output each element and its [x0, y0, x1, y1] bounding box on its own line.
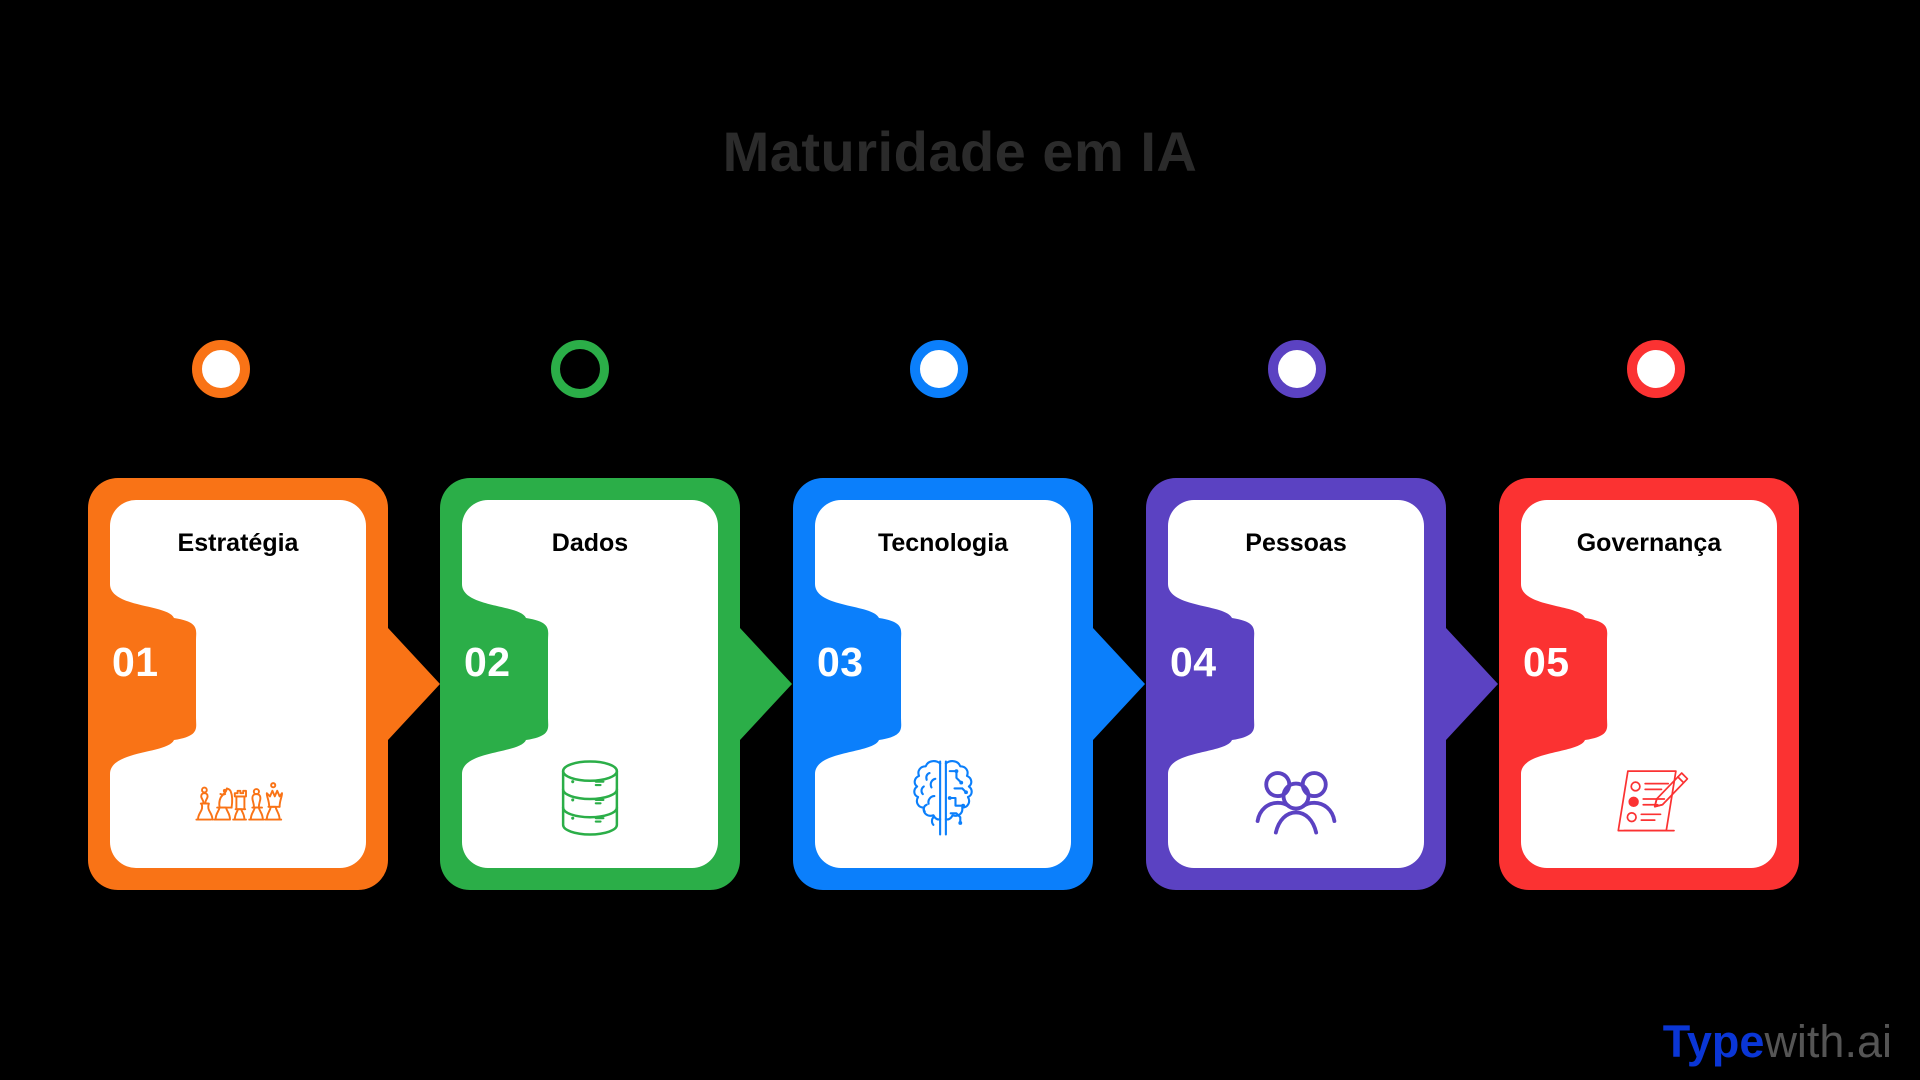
logo-secondary-text: with.ai	[1764, 1016, 1892, 1067]
stage-card-05[interactable]: Governança 05	[1499, 478, 1799, 890]
stage-card-02[interactable]: Dados 02	[440, 478, 792, 890]
card-title-04: Pessoas	[1245, 529, 1347, 557]
stage-card-03[interactable]: Tecnologia 03	[793, 478, 1145, 890]
stage-marker-4-icon	[1268, 340, 1326, 398]
stage-card-04[interactable]: Pessoas 04	[1146, 478, 1498, 890]
brand-logo: Typewith.ai	[1663, 1019, 1892, 1064]
card-title-05: Governança	[1576, 529, 1722, 557]
people-group-icon	[1248, 750, 1344, 846]
stage-marker-row	[0, 340, 1920, 412]
stage-marker-3-icon	[910, 340, 968, 398]
card-number-badge-04: 04	[1170, 639, 1217, 685]
card-number-badge-03: 03	[817, 639, 864, 685]
card-shape-05	[1499, 478, 1799, 890]
checklist-pen-icon	[1601, 750, 1697, 846]
card-number-badge-02: 02	[464, 639, 511, 685]
card-shape-01	[88, 478, 440, 890]
card-title-03: Tecnologia	[877, 529, 1009, 557]
stage-marker-1-icon	[192, 340, 250, 398]
stage-marker-2-icon	[551, 340, 609, 398]
stage-card-01[interactable]: Estratégia 01	[88, 478, 440, 890]
stage-marker-5-icon	[1627, 340, 1685, 398]
card-shape-02	[440, 478, 792, 890]
card-title-02: Dados	[551, 529, 629, 557]
card-number-badge-05: 05	[1523, 639, 1570, 685]
database-cylinder-icon	[542, 750, 638, 846]
ai-brain-circuit-icon	[895, 750, 991, 846]
page-title: Maturidade em IA	[722, 120, 1198, 183]
logo-primary-text: Type	[1662, 1016, 1765, 1067]
card-number-badge-01: 01	[112, 639, 159, 685]
card-title-01: Estratégia	[177, 529, 299, 557]
card-shape-04	[1146, 478, 1498, 890]
chess-pieces-icon	[190, 750, 286, 846]
card-shape-03	[793, 478, 1145, 890]
